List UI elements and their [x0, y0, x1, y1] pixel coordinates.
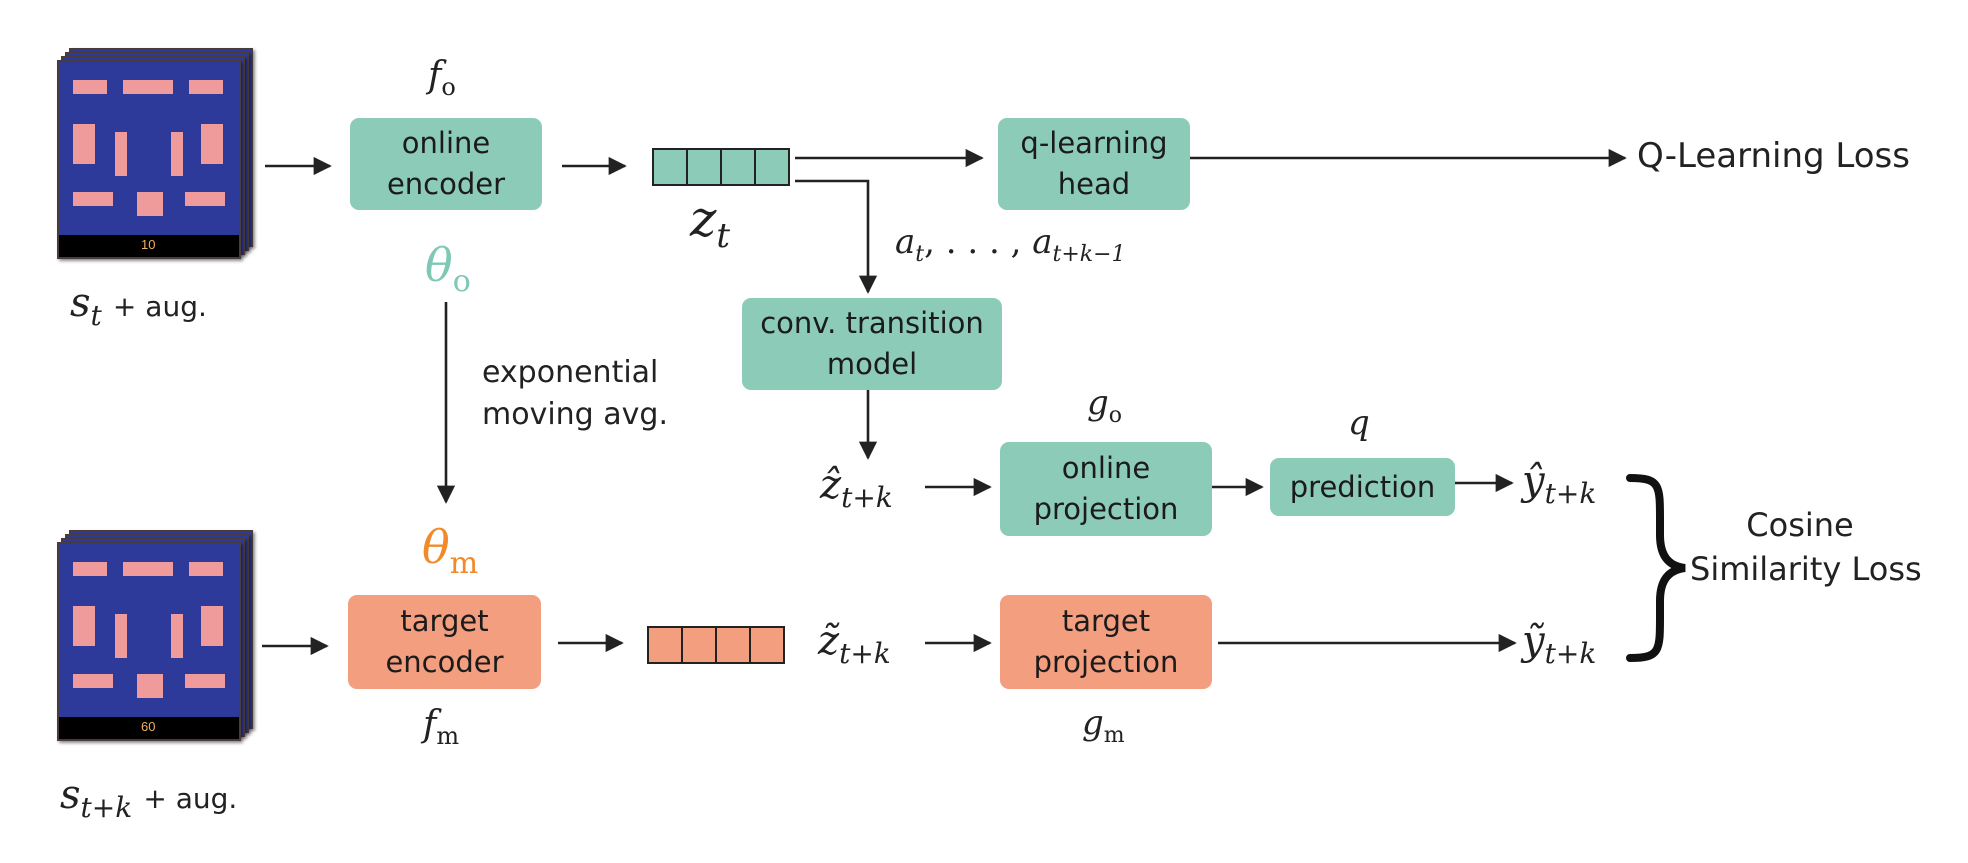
state-score-bar: 10: [59, 235, 239, 257]
target-latent-vector: [647, 626, 785, 664]
online-projection-fn: go: [1087, 383, 1123, 428]
next-state-frames: 60: [55, 530, 253, 750]
zhat-label: ẑt+k: [820, 462, 893, 514]
prediction-box: prediction: [1270, 458, 1455, 516]
theta-momentum-label: θm: [422, 520, 479, 582]
q-learning-loss-label: Q-Learning Loss: [1637, 136, 1910, 176]
ytilde-label: ỹt+k: [1522, 618, 1597, 670]
zt-label: zt: [690, 190, 731, 256]
state-aug: + aug.: [112, 290, 207, 323]
prediction-fn: q: [1348, 403, 1370, 443]
next-state-score-bar: 60: [59, 717, 239, 739]
ztilde-label: z̃t+k: [818, 618, 891, 670]
theta-online-label: θo: [425, 238, 471, 300]
target-projection-fn: gm: [1082, 703, 1125, 748]
state-frames: 10: [55, 48, 253, 268]
next-state-aug: + aug.: [143, 782, 238, 815]
actions-label: at, . . . , at+k−1: [895, 222, 1126, 267]
cosine-loss-brace: [1626, 474, 1686, 662]
online-latent-vector: [652, 148, 790, 186]
state-subscript: t: [90, 299, 102, 332]
next-state-subscript: t+k: [80, 791, 133, 824]
next-state-symbol: s: [60, 772, 81, 818]
next-state-score: 60: [141, 719, 156, 734]
state-score: 10: [141, 237, 156, 252]
online-encoder-fn: fo: [428, 55, 456, 102]
next-state-label: st+k + aug.: [60, 772, 238, 822]
target-encoder-fn: fm: [423, 704, 460, 751]
yhat-label: ŷt+k: [1522, 458, 1597, 510]
state-label: st + aug.: [70, 280, 207, 330]
state-symbol: s: [70, 280, 91, 326]
arrow-zt-to-transition: [795, 179, 878, 294]
